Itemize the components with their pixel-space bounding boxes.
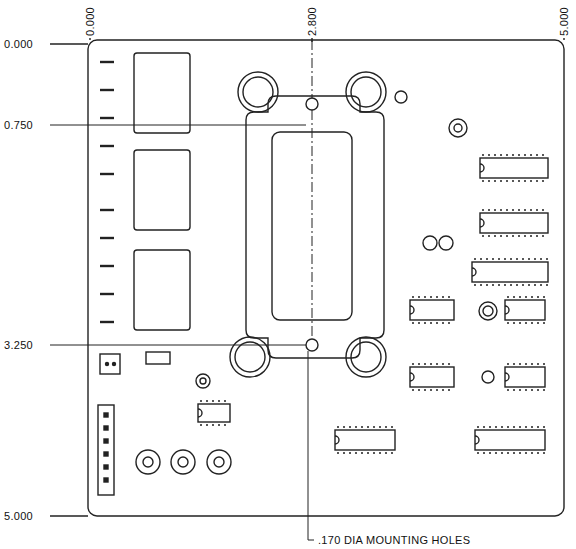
mounting-hole: [306, 98, 318, 110]
mounting-hole: [306, 339, 318, 351]
dimension-tick: [89, 38, 90, 40]
dimension-label: 0.000: [4, 38, 33, 51]
dimension-label: 3.250: [4, 339, 33, 352]
dimension-label: 5.000: [558, 7, 571, 36]
dimension-line: [312, 110, 313, 339]
dimension-leader: [50, 43, 88, 44]
dimension-tick: [563, 38, 564, 40]
dimension-leader: [50, 125, 306, 126]
trim-pot: [136, 119, 467, 474]
dimension-label: 2.800: [306, 7, 319, 36]
note-leader: [308, 351, 314, 540]
small-component: [146, 91, 497, 388]
connector: [100, 354, 120, 374]
note-text: .170 DIA MOUNTING HOLES: [318, 534, 470, 547]
edge-contacts: [100, 62, 114, 322]
dimension-tick: [311, 38, 312, 42]
dimension-label: 0.750: [4, 119, 33, 132]
connector: [98, 405, 114, 495]
dimension-line: [312, 40, 313, 98]
dimension-leader: [50, 515, 88, 516]
relay: [134, 150, 190, 230]
dimension-label: 5.000: [4, 510, 33, 523]
relay: [134, 53, 190, 133]
dimension-label: 0.000: [84, 7, 97, 36]
capacitor: [230, 72, 386, 377]
heatsink-plate: [246, 96, 384, 358]
ic-chip: [198, 155, 548, 453]
board-outline: [88, 40, 564, 516]
relay: [134, 250, 190, 330]
